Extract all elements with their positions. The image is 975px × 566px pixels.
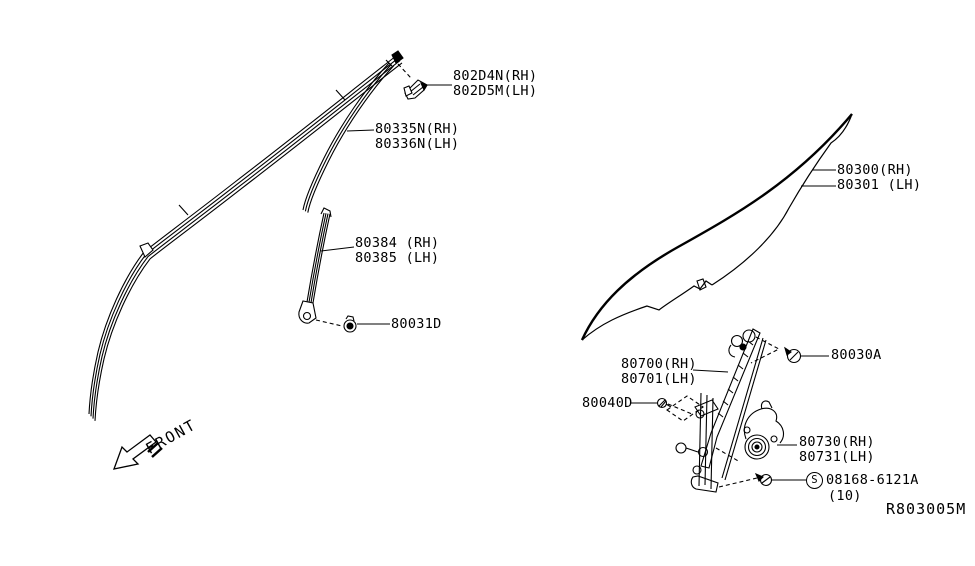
part-number: 80030A [831, 347, 882, 363]
screw-08168-icon [754, 472, 773, 487]
door-glass-drawing [580, 113, 853, 341]
part-number: 80300(RH) [837, 162, 913, 178]
glass-run-channel-drawing [88, 50, 404, 422]
part-number: 802D5M(LH) [453, 83, 538, 99]
label-front-channel: 80335N(RH) 80336N(LH) [375, 122, 459, 152]
motor-drawing [743, 400, 785, 460]
part-number: 80700(RH) [621, 356, 697, 372]
part-number: 80040D [582, 395, 633, 411]
lower-sash-drawing [298, 207, 332, 324]
part-number: 08168-6121A [826, 472, 919, 488]
label-door-run-clip: 802D4N(RH) 802D5M(LH) [453, 69, 537, 99]
bolt-80031D-icon [343, 315, 357, 333]
label-sash-bolt: 80031D [391, 317, 442, 332]
label-motor: 80730(RH) 80731(LH) [799, 435, 875, 465]
label-regulator: 80700(RH) 80701(LH) [621, 357, 697, 387]
part-number: 80730(RH) [799, 434, 875, 450]
label-regulator-screw-left: 80040D [582, 396, 633, 411]
part-number: 80335N(RH) [375, 121, 460, 137]
front-direction-arrow [112, 434, 163, 470]
standard-part-symbol: S [806, 472, 823, 489]
label-lower-sash: 80384 (RH) 80385 (LH) [355, 236, 439, 266]
clip-icon-drawing [403, 79, 428, 100]
diagram-reference-code: R803005M [886, 500, 967, 518]
label-door-glass: 80300(RH) 80301 (LH) [837, 163, 921, 193]
part-number: 80731(LH) [799, 449, 875, 465]
front-channel-drawing [302, 59, 395, 214]
part-number: 802D4N(RH) [453, 68, 538, 84]
part-number: 80385 (LH) [355, 250, 440, 266]
label-leader-lines [320, 84, 836, 481]
screw-80030A-icon [784, 346, 802, 364]
regulator-drawing [675, 328, 767, 493]
part-number: 80031D [391, 316, 442, 332]
part-number: 80301 (LH) [837, 177, 922, 193]
part-number: 80384 (RH) [355, 235, 440, 251]
part-number: 80701(LH) [621, 371, 697, 387]
label-regulator-screw-top: 80030A [831, 348, 882, 363]
label-standard-screw: S 08168-6121A (10) [806, 472, 919, 504]
part-number: 80336N(LH) [375, 136, 460, 152]
assembly-dashed-lines [315, 63, 781, 488]
part-quantity: (10) [828, 488, 862, 504]
screw-80040D-icon [656, 397, 672, 409]
